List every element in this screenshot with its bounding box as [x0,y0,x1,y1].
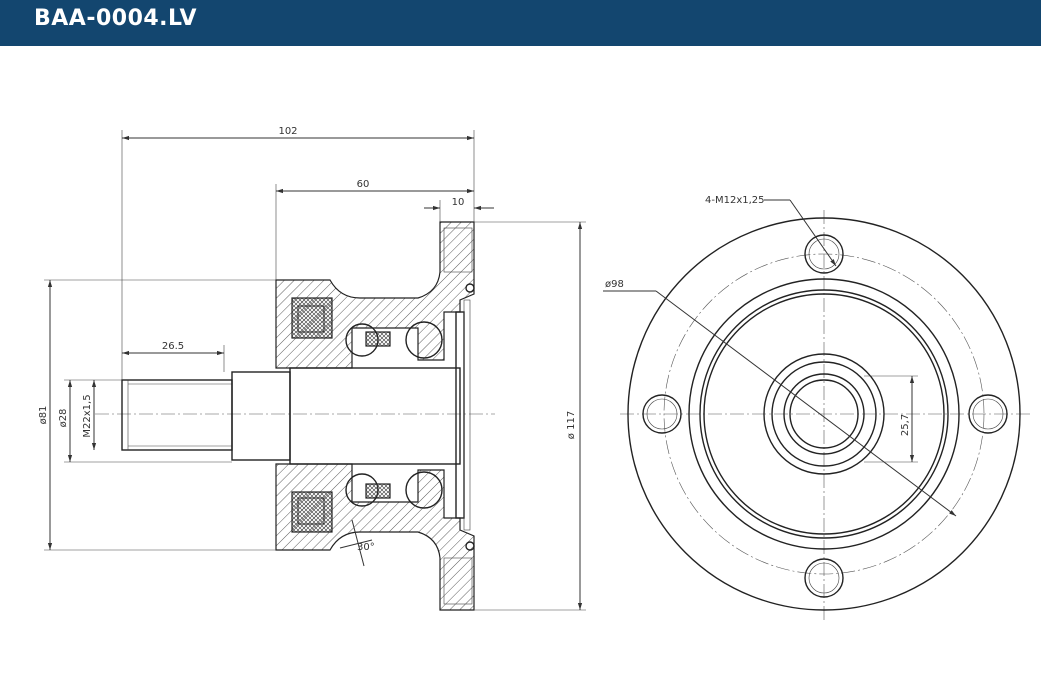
dim-overall-length: 102 [278,126,297,137]
dim-flange-thickness: 10 [452,197,465,208]
technical-drawing: 102 60 10 26.5 ø81 ø28 M22x1,5 ø 117 [38,126,1030,622]
dim-shaft-diameter: ø28 [58,409,69,428]
dim-center-bore: 25,7 [900,414,911,436]
seal-lower [291,491,333,533]
dim-spigot-length: 26.5 [162,341,184,352]
flange-outline [627,217,1021,611]
shaft-step [231,371,291,461]
bolt-hole-left [642,394,682,434]
dim-pitch-circle: ø98 [605,279,624,290]
bolt-hole-top [804,234,844,274]
pitch-circle [663,253,985,575]
bolt-hole-right [968,394,1008,434]
dim-hub-length: 60 [357,179,370,190]
header-bar: BAA-0004.LV [0,0,1041,46]
ball-upper-outer [405,321,443,359]
front-view: 4-M12x1,25 ø98 25,7 [603,195,1030,622]
dim-bolt-holes: 4-M12x1,25 [705,195,765,206]
dim-seal-angle: 30° [357,542,375,553]
seal-upper [291,297,333,339]
section-view: 102 60 10 26.5 ø81 ø28 M22x1,5 ø 117 [38,126,586,611]
dim-thread: M22x1,5 [82,394,93,437]
dim-flange-diameter: ø 117 [566,411,577,439]
shaft-body [289,367,461,465]
part-number-title: BAA-0004.LV [34,6,198,31]
ball-lower-outer [405,471,443,509]
threaded-spigot [121,379,233,451]
bolt-hole-bottom [804,558,844,598]
dim-outer-diameter: ø81 [38,406,49,425]
